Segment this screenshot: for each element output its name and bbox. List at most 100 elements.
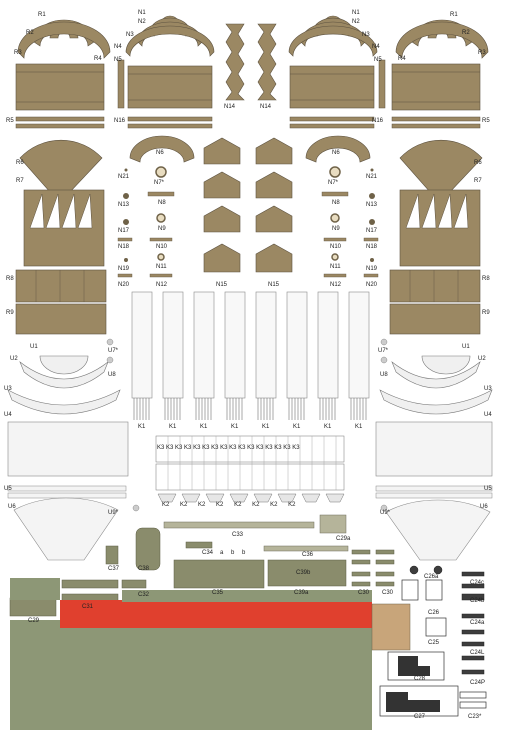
c-red-band <box>60 600 372 628</box>
label-r5-left: R5 <box>6 118 14 124</box>
label-r6-right: R6 <box>474 160 482 166</box>
label-n12-right: N12 <box>330 282 342 288</box>
label-k3: K3 <box>256 445 264 451</box>
label-r4-right: R4 <box>398 56 406 62</box>
label-u2-left: U2 <box>10 356 18 362</box>
label-k3: K3 <box>157 445 165 451</box>
label-n10-right: N10 <box>330 244 342 250</box>
label-n18-left: N18 <box>118 244 130 250</box>
label-c35: C35 <box>212 590 224 596</box>
label-k3: K3 <box>247 445 255 451</box>
label-k1-5: K1 <box>262 424 270 430</box>
label-c29a: C29a <box>336 536 351 542</box>
label-k3: K3 <box>184 445 192 451</box>
n15-houses <box>203 137 293 273</box>
label-n20-right: N20 <box>366 282 378 288</box>
k1-strips <box>131 291 370 399</box>
label-k2: K2 <box>252 502 260 508</box>
label-n2-right: N2 <box>352 19 360 25</box>
label-c38: C38 <box>138 566 150 572</box>
label-c33: C33 <box>232 532 244 538</box>
label-k1-3: K1 <box>200 424 208 430</box>
label-r5-right: R5 <box>482 118 490 124</box>
label-u1-right: U1 <box>462 344 470 350</box>
label-k1-4: K1 <box>231 424 239 430</box>
k2-fans <box>157 493 345 503</box>
label-k3: K3 <box>211 445 219 451</box>
k3-grid <box>155 435 345 491</box>
label-c31: C31 <box>82 604 94 610</box>
label-b2: b <box>242 550 246 556</box>
c-right-dark <box>386 656 440 712</box>
label-n18-right: N18 <box>366 244 378 250</box>
label-c28: C28 <box>414 676 426 682</box>
c-olive-top-left <box>10 578 60 600</box>
label-k2: K2 <box>288 502 296 508</box>
label-k3: K3 <box>202 445 210 451</box>
c-base-olive <box>10 620 372 730</box>
label-k1-7: K1 <box>324 424 332 430</box>
label-c32: C32 <box>138 592 150 598</box>
label-c24b: C24b <box>470 598 485 604</box>
label-c26a: C26a <box>424 574 439 580</box>
label-n14-left: N14 <box>224 104 236 110</box>
u6-sectors <box>13 497 491 561</box>
n14-zigzag <box>225 23 277 101</box>
label-u3-left: U3 <box>4 386 12 392</box>
label-c30-1: C30 <box>358 590 370 596</box>
label-r2-right: R2 <box>462 30 470 36</box>
label-c37: C37 <box>108 566 120 572</box>
label-u9-left: U9* <box>108 510 119 516</box>
label-c30-2: C30 <box>382 590 394 596</box>
k1-fringe <box>133 398 367 420</box>
label-n5-left: N5 <box>114 57 122 63</box>
label-n7-left: N7* <box>154 180 165 186</box>
label-n6-right: N6 <box>332 150 340 156</box>
label-n17-left: N17 <box>118 228 130 234</box>
label-n13-right: N13 <box>366 202 378 208</box>
label-n16-left: N16 <box>114 118 126 124</box>
n6-arcs <box>129 135 371 163</box>
label-u4-right: U4 <box>484 412 492 418</box>
label-u5-left: U5 <box>4 486 12 492</box>
r-arcs-left <box>17 19 111 59</box>
c29 <box>9 597 57 617</box>
label-c34: C34 <box>202 550 214 556</box>
label-n3-right: N3 <box>362 32 370 38</box>
label-k1-2: K1 <box>169 424 177 430</box>
label-n6-left: N6 <box>156 150 164 156</box>
c-parts <box>61 527 395 603</box>
label-c24a: C24a <box>470 620 485 626</box>
label-n8-right: N8 <box>332 200 340 206</box>
label-k2-row: K2 K2 K2 K2 K2 K2 K2 K2 <box>162 502 295 509</box>
label-n20-left: N20 <box>118 282 130 288</box>
label-u7-left: U7* <box>108 348 119 354</box>
small-rings <box>155 166 341 261</box>
label-k3: K3 <box>238 445 246 451</box>
label-k2: K2 <box>234 502 242 508</box>
label-n9-right: N9 <box>332 226 340 232</box>
label-k3: K3 <box>265 445 273 451</box>
r6-sectors <box>19 139 483 193</box>
label-r9-right: R9 <box>482 310 490 316</box>
label-u6-right: U6 <box>480 504 488 510</box>
label-n19-left: N19 <box>118 266 130 272</box>
label-k3: K3 <box>274 445 282 451</box>
label-k2: K2 <box>198 502 206 508</box>
label-n1-left: N1 <box>138 10 146 16</box>
u5-strips <box>7 485 493 499</box>
c-olive-step <box>122 590 372 602</box>
label-n7-right: N7* <box>328 180 339 186</box>
n-arcs-right <box>288 15 378 57</box>
label-c24l: C24L <box>470 650 485 656</box>
r4-boxes <box>15 63 481 111</box>
r5-strips <box>15 116 481 129</box>
label-n4-right: N4 <box>372 44 380 50</box>
label-k2: K2 <box>270 502 278 508</box>
label-n21-right: N21 <box>366 174 378 180</box>
label-c39a: C39a <box>294 590 309 596</box>
u4-panels <box>7 421 493 477</box>
label-u5-right: U5 <box>484 486 492 492</box>
u1-fans <box>39 355 471 375</box>
